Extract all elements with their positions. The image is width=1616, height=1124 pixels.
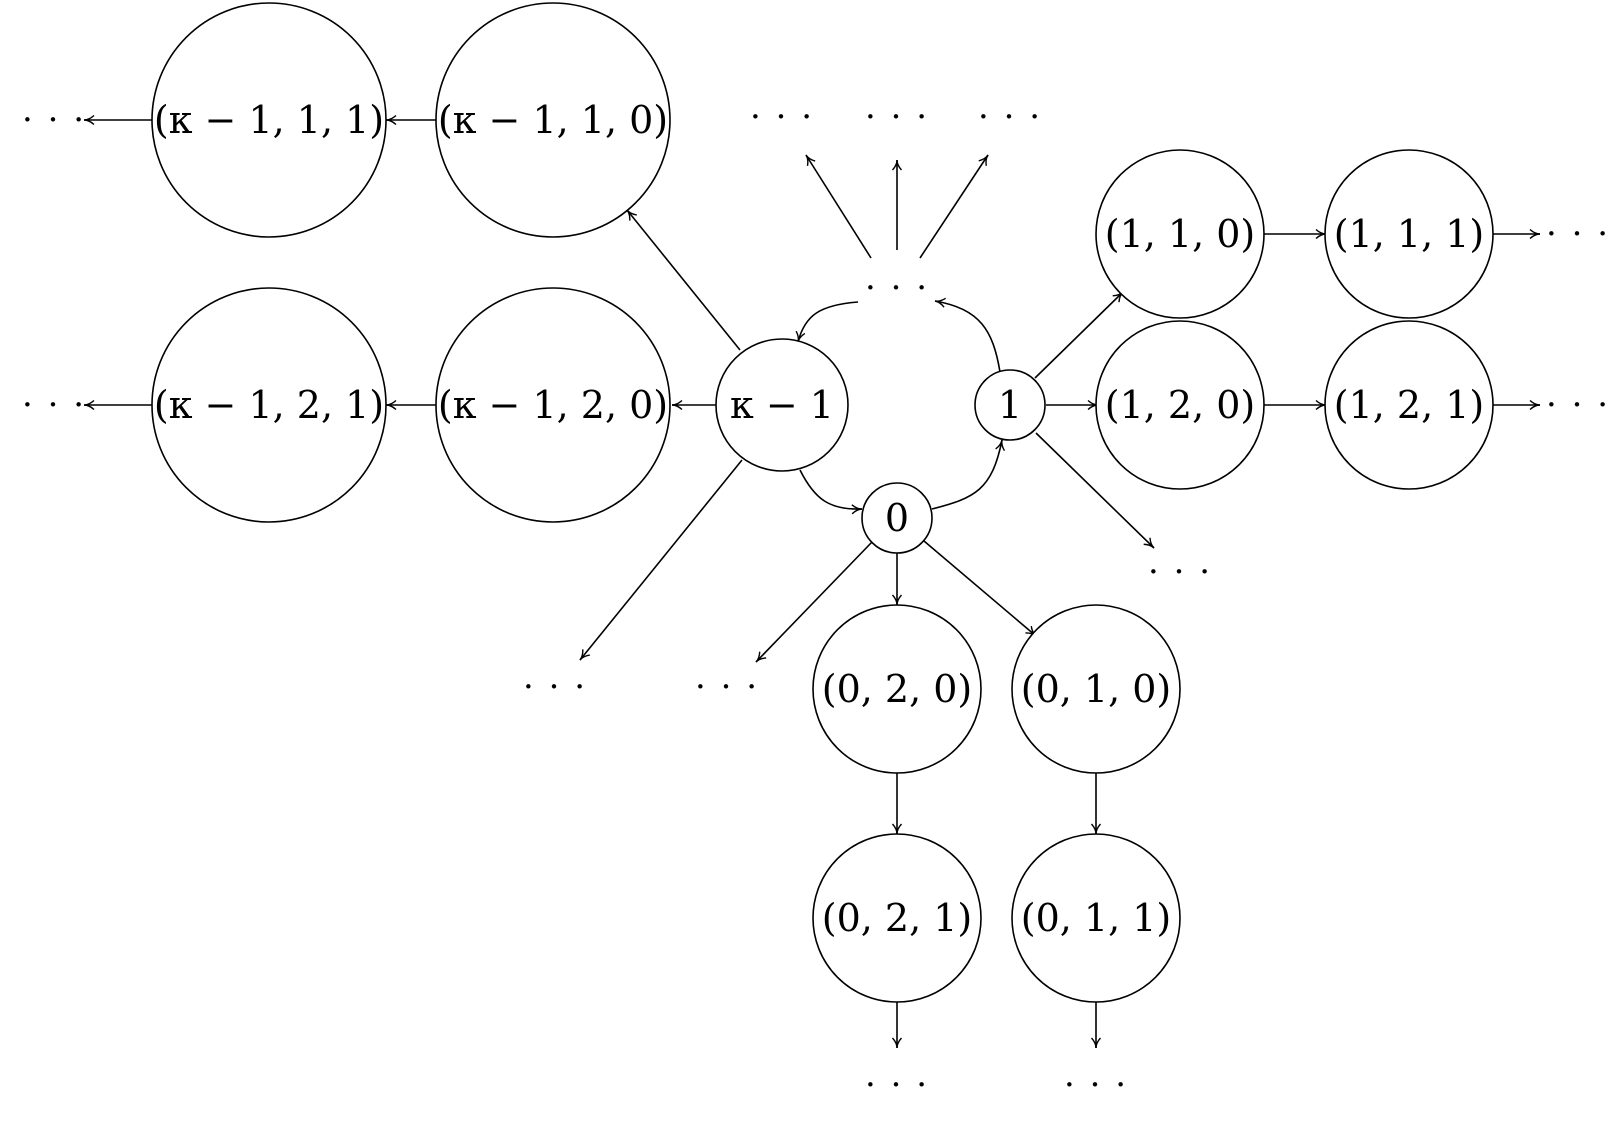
edge-fan-right bbox=[919, 154, 989, 259]
label-010: (0, 1, 0) bbox=[1021, 667, 1172, 711]
ellipsis-right-top: · · · bbox=[1546, 214, 1610, 254]
node-021 bbox=[812, 833, 982, 1003]
ellipsis-bottom-left-2: · · · bbox=[695, 667, 759, 707]
label-one: 1 bbox=[998, 383, 1022, 427]
edge-one-to-110 bbox=[1034, 291, 1124, 379]
label-k111: (κ − 1, 1, 1) bbox=[154, 98, 384, 142]
nodes: (κ − 1, 1, 1) (κ − 1, 1, 0) (κ − 1, 2, 1… bbox=[151, 2, 1494, 1003]
label-k1: κ − 1 bbox=[730, 383, 834, 427]
edge-zero-to-dots bbox=[755, 541, 873, 663]
label-120: (1, 2, 0) bbox=[1105, 383, 1256, 427]
edge-k1-to-zero bbox=[799, 469, 863, 515]
ellipsis-mid-left: · · · bbox=[22, 385, 86, 425]
node-k1 bbox=[715, 338, 849, 472]
node-k111 bbox=[151, 2, 387, 238]
ellipsis-top-left-1: · · · bbox=[22, 100, 86, 140]
edge-fan-left bbox=[805, 154, 872, 259]
ellipsis-bottom-1: · · · bbox=[865, 1065, 929, 1105]
ellipses: · · · · · · · · · · · · · · · · · · · · … bbox=[22, 97, 1610, 1105]
node-k110 bbox=[435, 2, 671, 238]
ellipsis-center-top: · · · bbox=[865, 268, 929, 308]
node-121 bbox=[1324, 320, 1494, 490]
edge-one-to-dots bbox=[1035, 432, 1155, 549]
label-111: (1, 1, 1) bbox=[1334, 212, 1485, 256]
ellipsis-bottom-left-1: · · · bbox=[523, 667, 587, 707]
node-120 bbox=[1095, 320, 1265, 490]
label-zero: 0 bbox=[885, 496, 909, 540]
edge-zero-to-010 bbox=[923, 540, 1037, 637]
label-k121: (κ − 1, 2, 1) bbox=[154, 383, 384, 427]
edge-k1-to-dots-bottom bbox=[579, 459, 743, 661]
node-one bbox=[974, 369, 1046, 441]
node-111 bbox=[1324, 149, 1494, 319]
node-010 bbox=[1011, 604, 1181, 774]
node-110 bbox=[1095, 149, 1265, 319]
node-zero bbox=[861, 482, 933, 554]
edge-dots-to-k1 bbox=[795, 301, 859, 343]
label-k110: (κ − 1, 1, 0) bbox=[438, 98, 668, 142]
node-k121 bbox=[151, 287, 387, 523]
node-k120 bbox=[435, 287, 671, 523]
edge-one-to-dots bbox=[934, 297, 1001, 373]
label-k120: (κ − 1, 2, 0) bbox=[438, 383, 668, 427]
label-021: (0, 2, 1) bbox=[822, 896, 973, 940]
ellipsis-top-fan-left: · · · bbox=[750, 97, 814, 137]
edge-zero-to-one bbox=[931, 439, 1006, 510]
ellipsis-bottom-2: · · · bbox=[1064, 1065, 1128, 1105]
edge-k1-to-k110 bbox=[626, 209, 741, 351]
ellipsis-top-fan-right: · · · bbox=[978, 97, 1042, 137]
label-011: (0, 1, 1) bbox=[1021, 896, 1172, 940]
node-011 bbox=[1011, 833, 1181, 1003]
ellipsis-right-lower: · · · bbox=[1148, 552, 1212, 592]
node-020 bbox=[812, 604, 982, 774]
label-110: (1, 1, 0) bbox=[1105, 212, 1256, 256]
label-121: (1, 2, 1) bbox=[1334, 383, 1485, 427]
ellipsis-right-mid: · · · bbox=[1546, 385, 1610, 425]
edges bbox=[83, 114, 1541, 1049]
label-020: (0, 2, 0) bbox=[822, 667, 973, 711]
ellipsis-top-fan-center: · · · bbox=[865, 97, 929, 137]
